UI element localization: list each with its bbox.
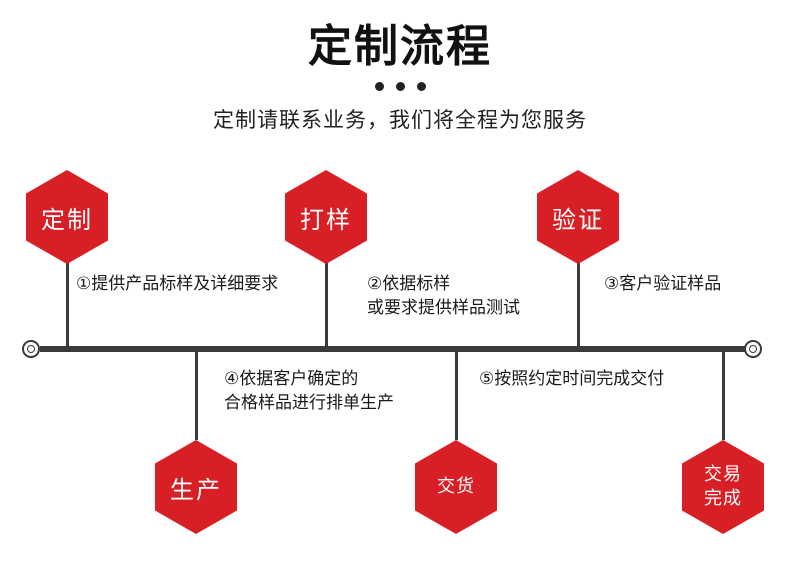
description-line: ⑤按照约定时间完成交付 <box>479 369 665 389</box>
connector-line <box>195 350 198 440</box>
connector-line <box>325 262 328 348</box>
connector-line <box>66 262 69 348</box>
timeline-start-cap <box>22 340 40 358</box>
page-title: 定制流程 <box>308 21 492 72</box>
description-line: ①提供产品标样及详细要求 <box>76 274 279 294</box>
step-hex-customize: 定制 <box>26 170 108 264</box>
description-line: ③客户验证样品 <box>604 274 722 294</box>
step-hex-label-line: 完成 <box>704 488 742 509</box>
timeline-end-cap <box>744 340 762 358</box>
connector-line <box>577 262 580 348</box>
description-line: ②依据标样 <box>367 274 451 294</box>
dot <box>416 82 426 91</box>
step-hex-label: 打样 <box>300 205 352 234</box>
decorative-dots <box>0 82 800 91</box>
timeline-axis <box>40 346 752 352</box>
step-description-production: ④依据客户确定的 合格样品进行排单生产 <box>224 367 394 415</box>
step-hex-label: 验证 <box>552 205 604 234</box>
connector-line <box>722 350 725 440</box>
dot <box>374 82 384 91</box>
step-hex-complete: 交易 完成 <box>682 440 764 534</box>
step-hex-production: 生产 <box>155 440 237 534</box>
step-hex-sample: 打样 <box>285 170 367 264</box>
step-description-sample: ②依据标样 或要求提供样品测试 <box>367 272 520 320</box>
step-hex-label: 交货 <box>437 476 475 497</box>
step-description-verify: ③客户验证样品 <box>604 272 721 296</box>
step-description-customize: ①提供产品标样及详细要求 <box>76 272 278 296</box>
step-hex-label: 生产 <box>170 475 222 504</box>
connector-line <box>455 350 458 440</box>
page-subtitle: 定制请联系业务，我们将全程为您服务 <box>213 108 587 132</box>
step-hex-label: 定制 <box>41 205 93 234</box>
description-line: ④依据客户确定的 <box>224 369 359 389</box>
step-hex-delivery: 交货 <box>415 440 497 534</box>
step-hex-label-line: 交易 <box>704 464 742 485</box>
step-hex-verify: 验证 <box>537 170 619 264</box>
description-line: 合格样品进行排单生产 <box>224 393 394 413</box>
step-description-delivery: ⑤按照约定时间完成交付 <box>479 367 664 391</box>
description-line: 或要求提供样品测试 <box>367 298 520 318</box>
dot <box>395 82 405 91</box>
